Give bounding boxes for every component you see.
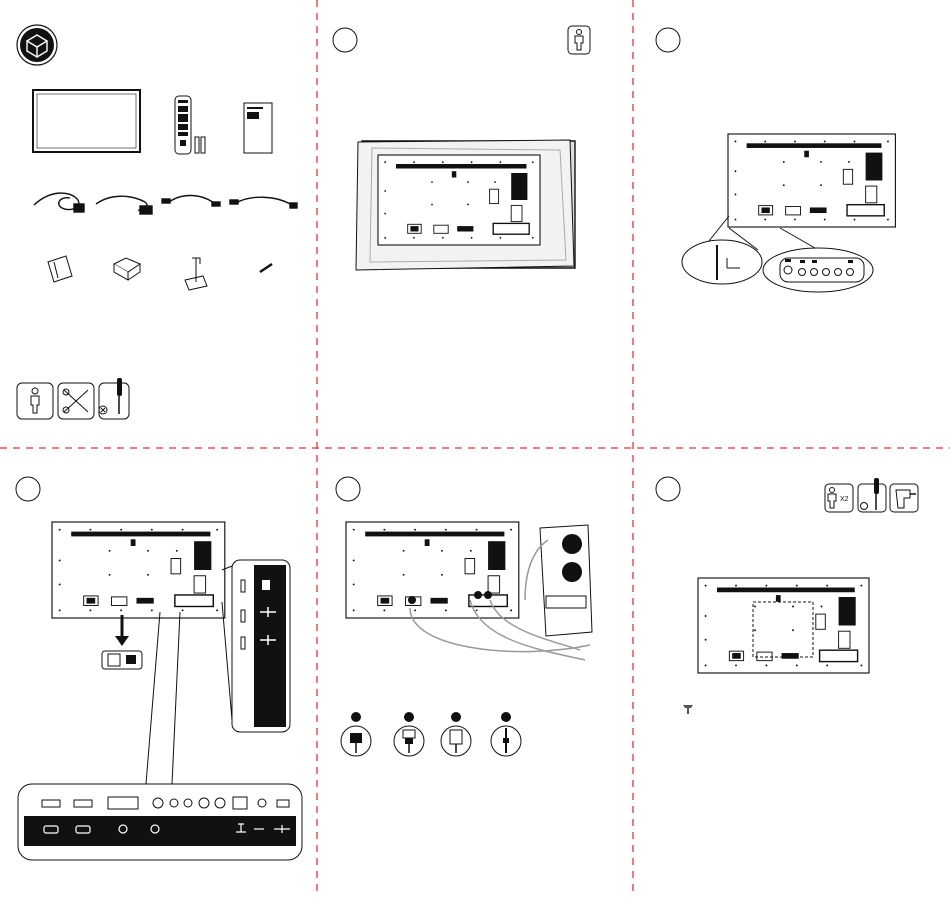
step-2-circle	[656, 28, 680, 52]
panel-step-5: X2	[656, 477, 918, 714]
monitor-back	[346, 522, 519, 618]
side-io-panel	[222, 560, 290, 732]
pc-tower	[540, 525, 592, 636]
monitor-back	[728, 134, 895, 227]
box-icon	[17, 25, 57, 65]
hdmi-cable-icon	[96, 196, 152, 214]
cloth-icon	[48, 256, 72, 282]
stand-icon	[185, 258, 207, 290]
screw-icon	[260, 264, 272, 272]
packaged-monitor	[356, 140, 575, 270]
adapter-icon	[114, 258, 140, 280]
manual-icon	[244, 103, 272, 153]
ir-cable-icon	[230, 197, 297, 208]
step-5-circle	[656, 477, 680, 501]
cable-legend	[341, 712, 521, 756]
panel-step-3	[16, 477, 302, 860]
panel-box-contents	[17, 25, 297, 419]
remote-control-icon	[175, 96, 205, 154]
panel-step-1	[333, 26, 590, 270]
step-4-circle	[336, 477, 360, 501]
power-cord-icon	[34, 193, 84, 212]
monitor-back	[698, 578, 869, 673]
person-icon	[568, 26, 590, 54]
tools-row	[17, 378, 129, 419]
panel-step-4	[336, 477, 592, 756]
audio-cable-icon	[162, 196, 220, 207]
tools-row-step5: X2	[825, 478, 918, 512]
monitor-back	[52, 522, 225, 618]
power-arrow	[102, 615, 142, 669]
monitor-icon	[33, 90, 140, 152]
people-count: X2	[840, 496, 849, 503]
panel-step-2	[656, 28, 895, 292]
mounting-screw-icon	[683, 705, 693, 714]
step-3-circle	[16, 477, 40, 501]
step-1-circle	[333, 28, 357, 52]
